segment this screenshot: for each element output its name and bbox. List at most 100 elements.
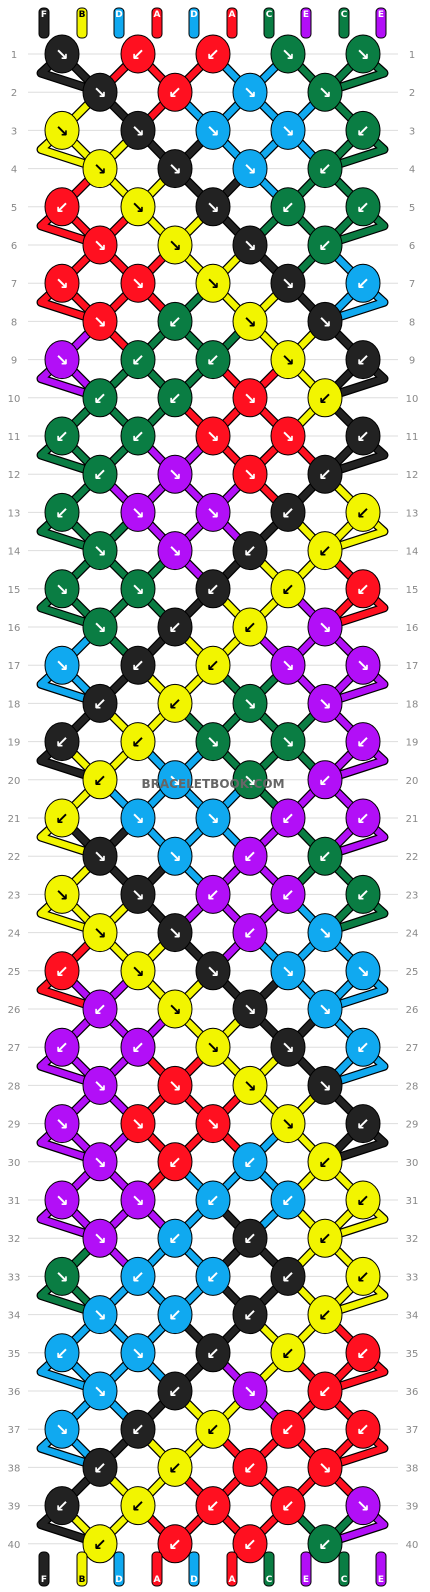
arrow-down-right-icon: ↘ — [281, 427, 294, 446]
knot: ↙ — [345, 187, 381, 227]
knot-shape — [345, 874, 381, 914]
knot: ↘ — [157, 1065, 193, 1105]
watermark-text: BRACELETBOOK.COM — [141, 777, 284, 791]
knot-shape — [120, 1256, 156, 1296]
strand-stub-bottom — [226, 1551, 238, 1587]
arrow-down-left-icon: ↙ — [356, 885, 369, 904]
arrow-down-left-icon: ↙ — [318, 1306, 331, 1325]
knot-shape — [345, 1027, 381, 1067]
knot-shape — [307, 1142, 343, 1182]
knot: ↘ — [270, 951, 306, 991]
arrow-down-left-icon: ↙ — [131, 427, 144, 446]
knot: ↘ — [270, 1027, 306, 1067]
knot: ↘ — [195, 798, 231, 838]
strand-stub-bottom — [375, 1551, 387, 1587]
knot-shape — [44, 722, 80, 762]
row-number-label: 9 — [409, 356, 415, 367]
knot: ↙ — [195, 1256, 231, 1296]
arrow-down-left-icon: ↙ — [131, 733, 144, 752]
arrow-down-right-icon: ↘ — [281, 1038, 294, 1057]
strand-stub-bottom — [151, 1551, 163, 1587]
knot: ↘ — [120, 1180, 156, 1220]
arrow-down-left-icon: ↙ — [168, 1535, 181, 1554]
knot-shape — [345, 722, 381, 762]
knot-shape — [270, 645, 306, 685]
knot-shape — [44, 187, 80, 227]
knot: ↘ — [157, 531, 193, 571]
knot: ↙ — [82, 1524, 118, 1564]
knot-shape — [157, 149, 193, 189]
knot: ↙ — [345, 1027, 381, 1067]
knot: ↙ — [120, 645, 156, 685]
knot: ↘ — [232, 989, 268, 1029]
arrow-down-left-icon: ↙ — [168, 1153, 181, 1172]
row-number-label: 36 — [8, 1387, 21, 1398]
knot: ↘ — [44, 645, 80, 685]
knot: ↙ — [157, 301, 193, 341]
knot: ↙ — [232, 913, 268, 953]
knot-shape — [345, 798, 381, 838]
knot-shape — [120, 416, 156, 456]
knot-shape — [157, 1142, 193, 1182]
knot-shape — [195, 110, 231, 150]
arrow-down-left-icon: ↙ — [356, 733, 369, 752]
strand-stub-top — [76, 7, 88, 39]
knot: ↘ — [82, 607, 118, 647]
arrow-down-right-icon: ↘ — [131, 885, 144, 904]
arrow-down-left-icon: ↙ — [243, 847, 256, 866]
knot: ↘ — [195, 951, 231, 991]
knot-shape — [307, 301, 343, 341]
knot: ↙ — [345, 340, 381, 380]
knot-shape — [232, 149, 268, 189]
arrow-down-left-icon: ↙ — [243, 1535, 256, 1554]
arrow-down-right-icon: ↘ — [281, 1115, 294, 1134]
arrow-down-right-icon: ↘ — [281, 274, 294, 293]
knot-shape — [232, 454, 268, 494]
knot: ↙ — [195, 1486, 231, 1526]
row-number-label: 29 — [406, 1120, 419, 1131]
knot-shape — [232, 1295, 268, 1335]
arrow-down-left-icon: ↙ — [356, 503, 369, 522]
knot-shape — [157, 1371, 193, 1411]
knot-shape — [44, 874, 80, 914]
arrow-down-left-icon: ↙ — [318, 389, 331, 408]
arrow-down-left-icon: ↙ — [243, 1229, 256, 1248]
arrow-down-right-icon: ↘ — [206, 198, 219, 217]
strand-stub-top — [38, 7, 50, 39]
knot: ↘ — [270, 110, 306, 150]
knot: ↘ — [44, 874, 80, 914]
arrow-down-left-icon: ↙ — [318, 160, 331, 179]
knot-shape — [195, 1333, 231, 1373]
row-number-label: 11 — [8, 432, 21, 443]
arrow-down-right-icon: ↘ — [131, 1191, 144, 1210]
knot-shape — [307, 378, 343, 418]
knot: ↙ — [120, 340, 156, 380]
row-number-label: 30 — [406, 1158, 419, 1169]
arrow-down-left-icon: ↙ — [318, 1535, 331, 1554]
knot: ↙ — [345, 1409, 381, 1449]
strand-letter-bottom: C — [266, 1575, 273, 1585]
arrow-down-right-icon: ↘ — [168, 160, 181, 179]
knot: ↙ — [307, 836, 343, 876]
row-number-label: 26 — [406, 1005, 419, 1016]
arrow-down-right-icon: ↘ — [243, 389, 256, 408]
arrow-down-right-icon: ↘ — [243, 771, 256, 790]
arrow-down-right-icon: ↘ — [318, 694, 331, 713]
knot: ↙ — [345, 110, 381, 150]
knot: ↘ — [82, 225, 118, 265]
knot: ↘ — [44, 1180, 80, 1220]
knot: ↘ — [82, 301, 118, 341]
knot-shape — [270, 110, 306, 150]
knot-shape — [307, 760, 343, 800]
knot: ↘ — [307, 683, 343, 723]
knot: ↘ — [44, 34, 80, 74]
knot: ↙ — [120, 1256, 156, 1296]
knot: ↙ — [157, 72, 193, 112]
knot: ↘ — [195, 722, 231, 762]
knot-shape — [345, 34, 381, 74]
arrow-down-left-icon: ↙ — [131, 656, 144, 675]
row-number-label: 5 — [409, 203, 415, 214]
arrow-down-left-icon: ↙ — [168, 618, 181, 637]
knot-shape — [345, 1104, 381, 1144]
